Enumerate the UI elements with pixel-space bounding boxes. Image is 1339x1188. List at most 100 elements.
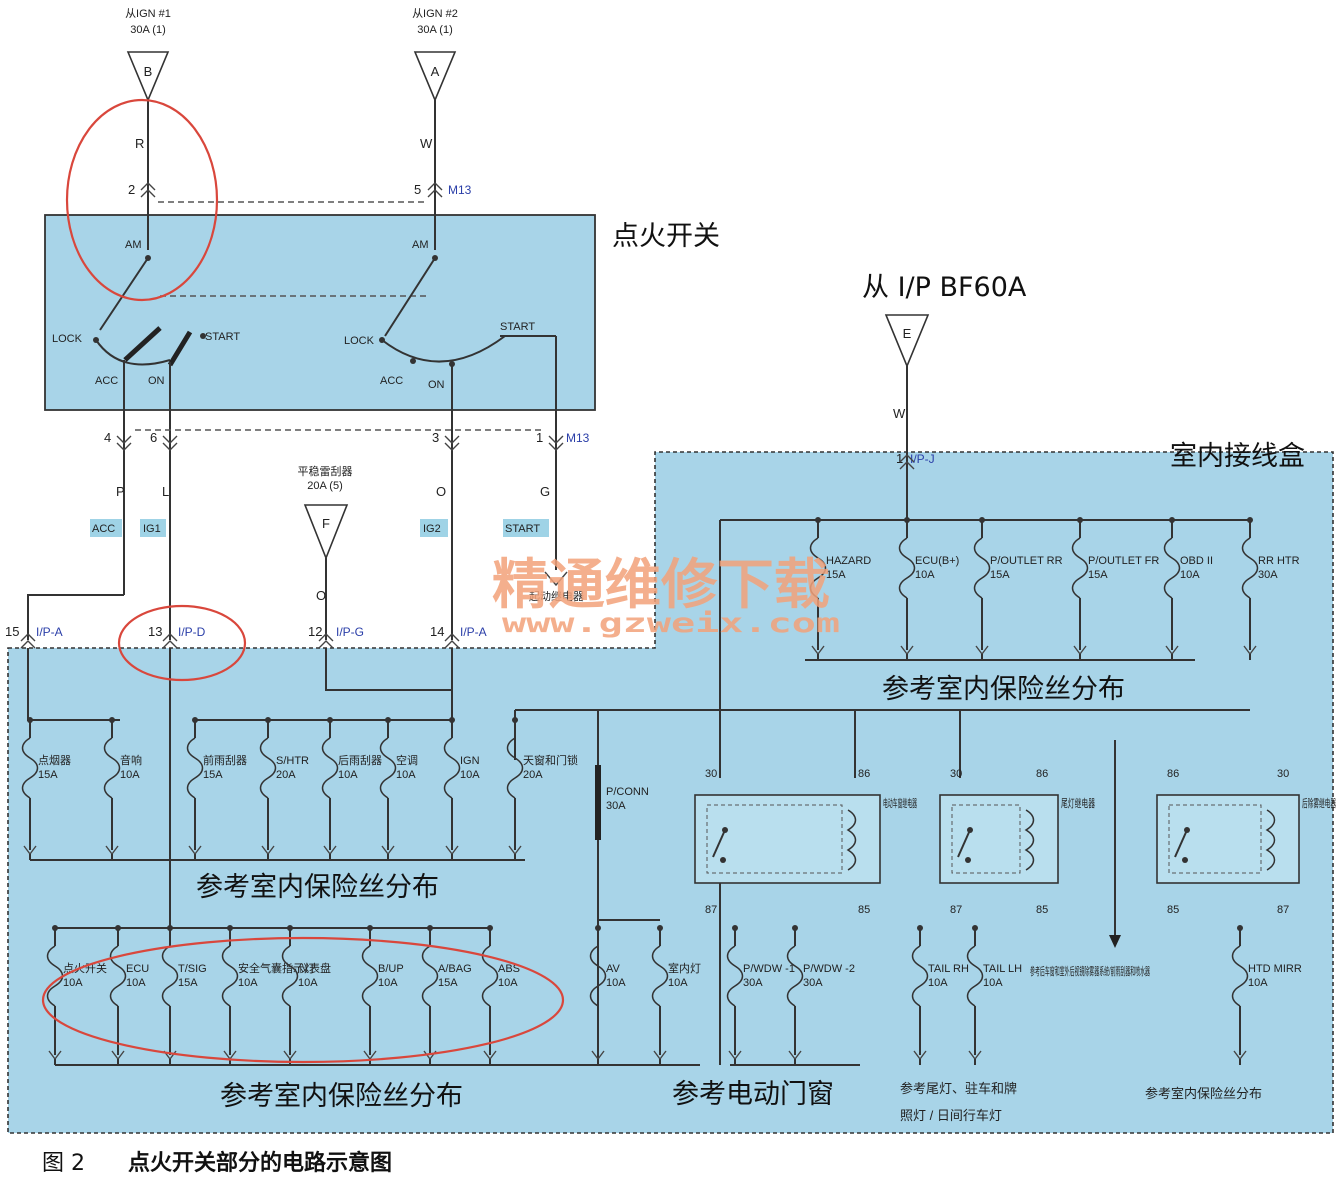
svg-text:30A: 30A	[606, 800, 626, 812]
highlight-fuse-circle	[41, 936, 565, 1064]
bottom-fuse-1: ECU 10A	[109, 925, 149, 1065]
pin-4: 4	[104, 430, 111, 445]
wire-w-top: W	[420, 136, 433, 151]
bottom-fuse-rating: 10A	[498, 977, 518, 989]
middle-fuse-rating: 10A	[460, 769, 480, 781]
relay-out-fuse-rating: 30A	[743, 977, 763, 989]
svg-text:LOCK: LOCK	[52, 333, 83, 345]
middle-fuse-rating: 15A	[38, 769, 58, 781]
bottom-fuse-name: B/UP	[378, 963, 404, 975]
relay-pin: 30	[950, 768, 962, 780]
highlight-am-circle	[65, 98, 219, 302]
highlight-ip-d-circle	[117, 604, 247, 682]
relay-pin: 85	[1036, 904, 1048, 916]
relay-out-fuse-3: TAIL LH 10A	[966, 925, 1022, 1065]
svg-text:30A (1): 30A (1)	[417, 24, 452, 36]
relay-pin: 30	[705, 768, 717, 780]
bottom-fuse-name: 室内灯	[668, 961, 701, 975]
tag-start: START	[505, 523, 540, 535]
svg-text:30A (1): 30A (1)	[130, 24, 165, 36]
upper-fuse-rating: 30A	[1258, 569, 1278, 581]
jconn-12: I/P-G	[336, 625, 364, 639]
upper-fuse-1: ECU(B+) 10A	[898, 517, 959, 660]
bottom-fuse-rating: 10A	[238, 977, 258, 989]
bottom-fuse-name: AV	[606, 963, 621, 975]
bottom-fuse-name: ECU	[126, 963, 149, 975]
upper-fuse-name: RR HTR	[1258, 555, 1300, 567]
tag-acc: ACC	[92, 523, 115, 535]
wire-r: R	[135, 136, 144, 151]
source-b: 从IGN #1 30A (1) B	[125, 8, 171, 103]
start-relay-label: 起动继电器	[529, 590, 584, 603]
ref-tail-2: 照灯 / 日间行车灯	[900, 1108, 1002, 1123]
svg-text:从 I/P BF60A: 从 I/P BF60A	[862, 272, 1027, 303]
upper-fuse-rating: 10A	[915, 569, 935, 581]
relay-out-fuse-rating: 10A	[983, 977, 1003, 989]
source-f: 平稳雷刮器 20A (5) F	[298, 464, 353, 561]
upper-fuse-name: P/OUTLET RR	[990, 555, 1063, 567]
relay-name: 电动车窗继电器	[883, 796, 917, 810]
relay-out-fuse-name: TAIL LH	[983, 963, 1022, 975]
middle-fuse-name: 天窗和门锁	[523, 753, 578, 767]
svg-text:从IGN #2: 从IGN #2	[412, 8, 458, 20]
relay-pin: 86	[858, 768, 870, 780]
middle-fuse-name: S/HTR	[276, 755, 309, 767]
jpin-14: 14	[430, 624, 444, 639]
upper-fuse-name: ECU(B+)	[915, 555, 959, 567]
jconn-13: I/P-D	[178, 625, 206, 639]
relay-pin: 85	[858, 904, 870, 916]
middle-fuse-rating: 10A	[338, 769, 358, 781]
relay-out-fuse-0: P/WDW -1 30A	[726, 925, 795, 1065]
bottom-fuse-rating: 10A	[298, 977, 318, 989]
junction-box-label: 室内接线盒	[1170, 441, 1305, 472]
bottom-fuse-rating: 10A	[126, 977, 146, 989]
middle-fuse-rating: 15A	[203, 769, 223, 781]
middle-fuse-name: 前雨刮器	[203, 753, 247, 767]
relay-out-fuse-name: P/WDW -1	[743, 963, 795, 975]
jconn-1: I/P-J	[910, 452, 935, 466]
ref-fuse-bottom: 参考室内保险丝分布	[220, 1081, 463, 1112]
svg-text:P/CONN: P/CONN	[606, 786, 649, 798]
svg-text:START: START	[500, 321, 535, 333]
wire-l: L	[162, 484, 169, 499]
middle-fuse-name: IGN	[460, 755, 480, 767]
bottom-fuse-rating: 10A	[63, 977, 83, 989]
bottom-fuse-name: ABS	[498, 963, 520, 975]
tag-ig1: IG1	[143, 523, 161, 535]
middle-fuse-name: 点烟器	[38, 753, 71, 767]
upper-fuse-rating: 15A	[826, 569, 846, 581]
ref-defog: 参考后车窗和室外后视镜除雾器系统/前雨刮器和喷水器	[1030, 964, 1150, 978]
watermark-url: www.gzweix.com	[502, 608, 840, 639]
relay-pin: 87	[705, 904, 717, 916]
conn-m13-bottom: M13	[566, 431, 590, 445]
relay-2: 86308587后除雾继电器	[1156, 768, 1336, 916]
jpin-12: 12	[308, 624, 322, 639]
upper-fuse-rating: 15A	[990, 569, 1010, 581]
interior-junction-box	[7, 451, 1334, 1134]
relay-pin: 85	[1167, 904, 1179, 916]
svg-text:AM: AM	[125, 239, 142, 251]
wire-p: P	[116, 484, 125, 499]
ref-power-window: 参考电动门窗	[672, 1079, 834, 1110]
relay-pin: 86	[1036, 768, 1048, 780]
svg-text:ACC: ACC	[95, 375, 118, 387]
upper-fuse-rating: 15A	[1088, 569, 1108, 581]
relays: 30868785电动车窗继电器30868785尾灯继电器86308587后除雾继…	[694, 768, 1336, 916]
pconn-fuse: P/CONN 30A	[595, 765, 649, 840]
svg-text:AM: AM	[412, 239, 429, 251]
relay-pin: 87	[1277, 904, 1289, 916]
upper-fuse-0: HAZARD 15A	[809, 517, 871, 660]
switch-title: 点火开关	[612, 221, 720, 252]
upper-fuse-name: HAZARD	[826, 555, 871, 567]
